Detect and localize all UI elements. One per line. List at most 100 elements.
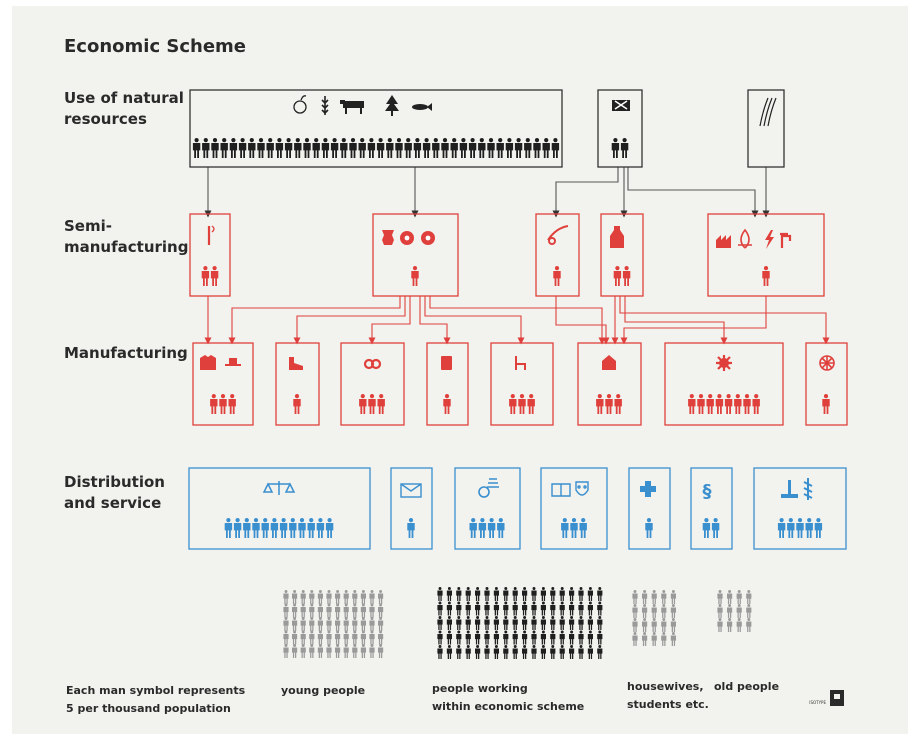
man-symbol [437, 587, 443, 601]
hide-icon [382, 230, 394, 245]
man-symbol [279, 518, 288, 538]
man-symbol [614, 394, 622, 414]
man-symbol [746, 590, 752, 604]
gear-icon [716, 355, 732, 371]
man-symbol [717, 604, 723, 618]
man-symbol [252, 518, 260, 538]
man-symbol [292, 617, 298, 631]
man-symbol [343, 617, 349, 631]
man-symbol [335, 617, 341, 631]
man-symbol [469, 518, 477, 538]
man-symbol [395, 138, 403, 158]
man-symbol [814, 518, 823, 538]
man-symbol [642, 604, 648, 618]
paragraph-icon: § [703, 481, 712, 502]
man-symbol [717, 590, 723, 604]
box-dist-trade [188, 467, 371, 550]
man-symbol [437, 616, 443, 630]
man-symbols [192, 138, 830, 659]
man-symbol [300, 590, 306, 604]
man-symbol [533, 138, 541, 158]
box-natural-main [189, 89, 563, 168]
open-book-icon [551, 483, 571, 497]
box-semi-textiles [372, 213, 459, 297]
man-symbol [369, 630, 375, 645]
man-symbol [587, 616, 593, 630]
man-symbol [378, 617, 384, 631]
man-symbol [596, 394, 604, 414]
man-symbol [578, 616, 584, 630]
man-symbol [443, 394, 451, 414]
man-symbol [622, 266, 631, 286]
box-mfg-food [340, 342, 405, 426]
man-symbol [266, 138, 274, 158]
man-symbol [229, 138, 238, 158]
man-symbol [257, 138, 265, 158]
man-symbol [484, 601, 490, 616]
man-symbol [587, 601, 593, 616]
man-symbol [550, 601, 556, 616]
man-symbol [475, 645, 481, 659]
man-symbol [340, 138, 348, 158]
man-symbol [522, 645, 528, 659]
box-energy [747, 89, 785, 168]
man-symbol [503, 645, 509, 659]
man-symbol [192, 138, 201, 158]
man-symbol [503, 630, 509, 645]
man-symbol [734, 394, 742, 414]
box-semi-steel [600, 213, 644, 297]
man-symbol [456, 645, 462, 659]
man-symbol [611, 138, 620, 158]
man-symbol [711, 518, 720, 538]
man-symbol [531, 587, 537, 601]
man-symbol [597, 587, 603, 601]
man-symbol [484, 630, 490, 645]
man-symbol [542, 138, 550, 158]
man-symbol [437, 601, 443, 616]
man-symbol [661, 604, 667, 618]
man-symbol [316, 518, 325, 538]
man-symbol [512, 587, 518, 601]
man-symbol [312, 138, 320, 158]
man-symbol [645, 518, 653, 538]
man-symbol [553, 266, 561, 286]
man-symbol [805, 518, 813, 538]
man-symbol [632, 590, 638, 604]
man-symbol [559, 587, 565, 601]
man-symbol [360, 644, 366, 658]
man-symbol [413, 138, 422, 158]
man-symbol [220, 138, 228, 158]
man-symbol [478, 518, 487, 538]
man-symbol [632, 618, 638, 632]
page-title: Economic Scheme [64, 36, 246, 57]
man-symbol [283, 644, 289, 658]
man-symbol [579, 518, 587, 538]
man-symbol [569, 587, 575, 601]
box-semi-ropes [189, 213, 231, 297]
man-symbol [309, 644, 315, 658]
connector [293, 296, 406, 345]
man-symbol [202, 138, 210, 158]
man-symbol [559, 630, 565, 645]
wheel-icon [819, 355, 835, 371]
man-symbol [762, 266, 770, 286]
man-symbol [368, 394, 376, 414]
man-symbol [270, 518, 279, 538]
man-symbol [228, 394, 236, 414]
man-symbol [210, 394, 218, 414]
man-symbol [465, 616, 471, 630]
man-symbol [369, 603, 375, 618]
broom-icon [781, 480, 798, 498]
man-symbol [378, 590, 384, 604]
man-symbol [309, 630, 315, 645]
man-symbol [524, 138, 532, 158]
man-symbol [317, 590, 323, 604]
man-symbol [335, 603, 341, 618]
man-symbol [456, 630, 462, 645]
man-symbol [352, 590, 358, 604]
rope-icon [207, 225, 215, 245]
man-symbol [487, 138, 495, 158]
man-symbol [283, 617, 289, 631]
man-symbol [642, 590, 648, 604]
man-symbol [570, 518, 578, 538]
